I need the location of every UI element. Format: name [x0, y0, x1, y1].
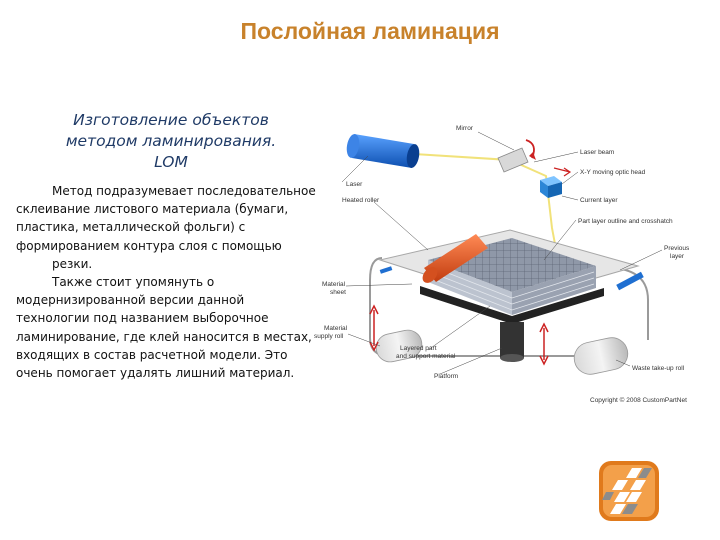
platform	[420, 286, 604, 324]
label-laser-beam: Laser beam	[580, 149, 614, 156]
text-line: очень помогает удалять лишний материал.	[16, 366, 295, 381]
subtitle-line-2: методом ламинирования.	[65, 132, 277, 150]
platform-column	[500, 322, 524, 358]
label-laser: Laser	[346, 181, 363, 188]
laser-beam	[413, 153, 559, 261]
text-line: ламинирование, где клей наносится в мест…	[16, 329, 312, 344]
label-material-sheet-1: Material	[322, 281, 346, 288]
brand-logo	[599, 461, 659, 521]
heated-roller-icon	[422, 234, 488, 283]
mirror-icon	[497, 147, 529, 173]
subtitle-line-1: Изготовление объектов	[73, 111, 269, 129]
label-layered-part-1: Layered part	[400, 345, 437, 352]
optic-head-icon	[540, 176, 562, 198]
lom-process-diagram: Mirror Laser beam Laser X-Y moving optic…	[314, 125, 690, 404]
slide-title: Послойная ламинация	[240, 18, 500, 44]
text-line: технологии под названием выборочное	[16, 311, 269, 326]
text-line: модернизированной версии данной	[16, 293, 245, 308]
label-previous-layer-1: Previous	[664, 245, 690, 252]
label-xy-head: X-Y moving optic head	[580, 169, 646, 176]
text-line: Также стоит упомянуть о	[52, 275, 215, 290]
label-material-sheet-2: sheet	[330, 289, 346, 296]
description-text: Метод подразумевает последовательное скл…	[16, 182, 321, 382]
label-heated-roller: Heated roller	[342, 197, 380, 204]
label-supply-roll-1: Material	[324, 325, 348, 332]
text-line: склеивание листового материала (бумаги,	[16, 202, 289, 217]
text-line: пластика, металлической фольги) с	[16, 220, 246, 235]
label-waste-roll: Waste take-up roll	[632, 365, 685, 372]
slide-subtitle: Изготовление объектов методом ламинирова…	[26, 110, 316, 173]
waste-roll	[573, 337, 629, 375]
text-line: формированием контура слоя с помощью	[16, 238, 282, 253]
label-mirror: Mirror	[456, 125, 474, 132]
supply-roll	[375, 329, 423, 363]
laser-icon	[346, 134, 420, 168]
label-platform: Platform	[434, 373, 458, 380]
label-current-layer: Current layer	[580, 197, 618, 204]
label-part-outline: Part layer outline and crosshatch	[578, 218, 673, 225]
material-sheet	[369, 257, 383, 338]
text-line: резки.	[52, 256, 93, 271]
text-line: Метод подразумевает последовательное	[52, 184, 316, 198]
label-supply-roll-2: supply roll	[314, 333, 344, 340]
label-layered-part-2: and support material	[396, 353, 456, 360]
label-previous-layer-2: layer	[670, 253, 685, 260]
text-line: входящих в состав расчетной модели. Это	[16, 347, 288, 362]
subtitle-line-3: LOM	[154, 153, 188, 171]
copyright: Copyright © 2008 CustomPartNet	[590, 396, 687, 404]
